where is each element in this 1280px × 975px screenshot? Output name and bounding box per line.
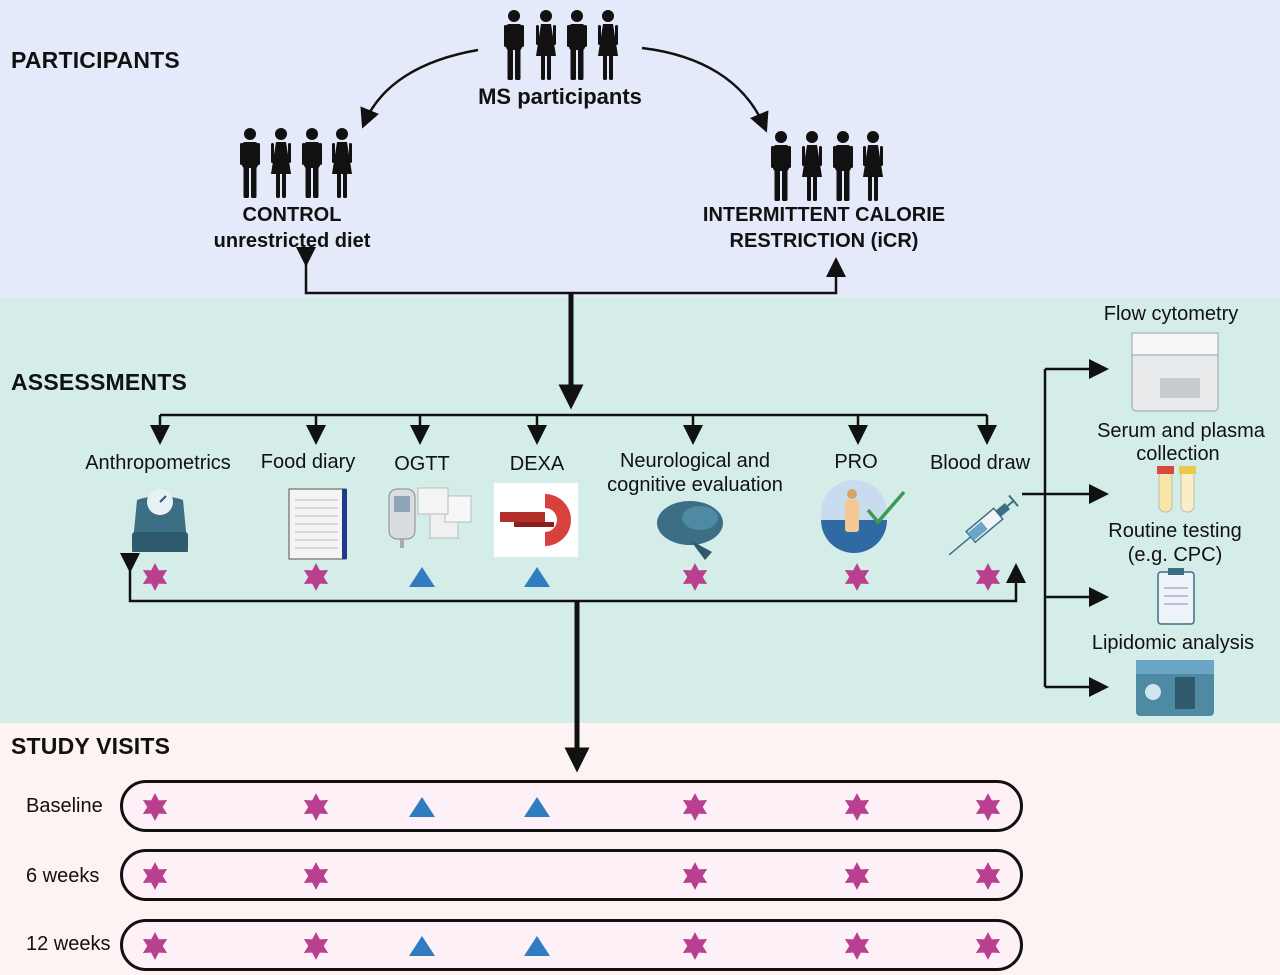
brain-icon [657,501,723,560]
assessment-label-pro: PRO [834,451,878,473]
visit-0-dexa-triangle-marker [524,797,550,817]
visit-2-anthro-star-marker [142,932,168,960]
serum-label-line1: Serum and plasma [1097,420,1265,442]
visit-2-blood-star-marker [975,932,1001,960]
visit-label-baseline: Baseline [26,795,103,817]
notebook-icon [288,488,347,560]
visit-2-neuro-star-marker [682,932,708,960]
visit-0-blood-star-marker [975,793,1001,821]
visit-1-blood-star-marker [975,862,1001,890]
visit-1-food-star-marker [303,862,329,890]
visit-2-pro-star-marker [844,932,870,960]
assessment-label-ogtt: OGTT [394,453,450,475]
syringe-icon [948,494,1019,556]
assessment-distribution [150,413,997,445]
visit-2-dexa-triangle-marker [524,936,550,956]
visit-label-6-weeks: 6 weeks [26,865,100,887]
visit-1-anthro-star-marker [142,862,168,890]
glucometer-icon [388,487,472,548]
visit-0-neuro-star-marker [682,793,708,821]
visit-2-ogtt-triangle-marker [409,936,435,956]
assessment-collect-bracket [120,553,1026,603]
section-title-participants: PARTICIPANTS [11,47,180,73]
icr-label-line2: RESTRICTION (iCR) [729,230,919,252]
ms-participants-label: MS participants [478,84,642,109]
routine-testing-label-line2: (e.g. CPC) [1127,544,1223,566]
lipidomic-analysis-label: Lipidomic analysis [1091,632,1255,654]
serum-label-line2: collection [1136,443,1220,465]
section-title-assessments: ASSESSMENTS [11,369,188,395]
visit-bar-12-weeks [120,919,1023,971]
assessment-label-anthropometrics: Anthropometrics [85,452,231,474]
control-label: CONTROL [242,204,342,226]
section-title-study-visits: STUDY VISITS [11,733,171,759]
visit-0-food-star-marker [303,793,329,821]
visit-1-pro-star-marker [844,862,870,890]
dexa-scanner-icon [494,483,578,557]
icr-label-line1: INTERMITTENT CALORIE [702,204,946,226]
arrow-to-icr [641,46,769,133]
visit-0-ogtt-triangle-marker [409,797,435,817]
blood-draw-branches [1022,359,1109,697]
visit-1-neuro-star-marker [682,862,708,890]
assessment-label-dexa: DEXA [509,453,565,475]
routine-testing-label-line1: Routine testing [1108,520,1242,542]
flow-cytometry-label: Flow cytometry [1103,303,1239,325]
arrow-to-control [360,48,479,129]
assessment-label-neuro-line1: Neurological and [619,450,771,472]
visit-bar-baseline [120,780,1023,832]
visit-label-12-weeks: 12 weeks [26,933,111,955]
scale-icon [132,489,188,552]
serum-tubes-icon [1157,466,1196,513]
mass-spectrometer-icon [1136,660,1214,716]
clipboard-icon [1157,568,1195,625]
assessment-label-neuro-line2: cognitive evaluation [607,474,783,496]
flow-cytometer-icon [1131,332,1219,412]
patient-check-icon [821,480,906,553]
visit-bar-6-weeks [120,849,1023,901]
assessment-label-food-diary: Food diary [260,451,356,473]
visit-2-food-star-marker [303,932,329,960]
assessment-label-blood-draw: Blood draw [929,452,1031,474]
visit-0-pro-star-marker [844,793,870,821]
visit-0-anthro-star-marker [142,793,168,821]
control-sublabel: unrestricted diet [213,230,371,252]
